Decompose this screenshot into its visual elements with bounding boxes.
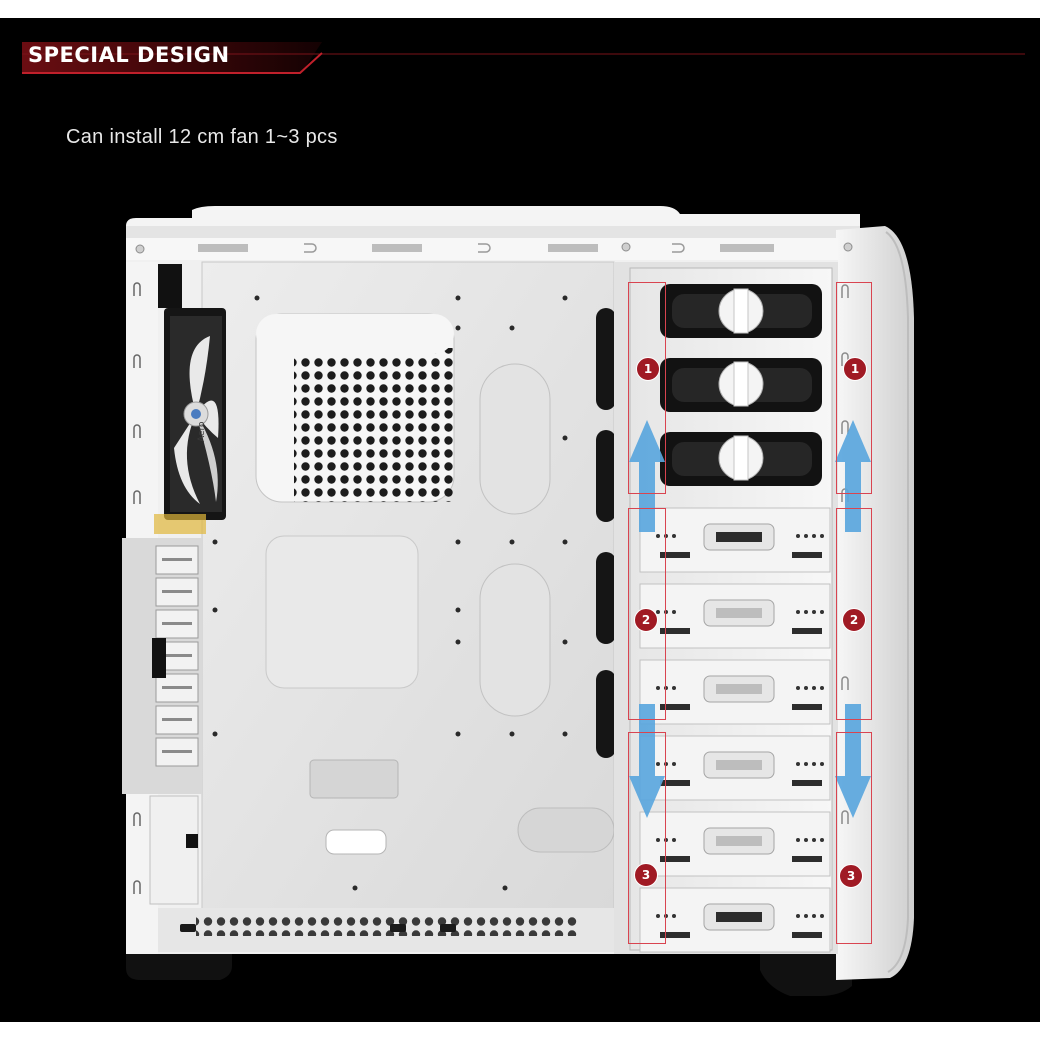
feature-panel: SPECIAL DESIGN Can install 12 cm fan 1~3… [0, 18, 1040, 1022]
move-down-arrows [629, 704, 871, 818]
zone-2-right [836, 508, 872, 720]
section-heading: SPECIAL DESIGN [28, 43, 230, 67]
zone-1-right [836, 282, 872, 494]
marker-2-left: 2 [634, 608, 658, 632]
zone-markers: 1 1 2 2 3 3 [0, 18, 1040, 1022]
fan-bay-1 [660, 284, 822, 338]
zone-2-left [628, 508, 666, 720]
zone-1-left [628, 282, 666, 494]
fan-capacity-caption: Can install 12 cm fan 1~3 pcs [66, 126, 338, 148]
marker-1-right: 1 [843, 357, 867, 381]
zone-3-left [628, 732, 666, 944]
marker-3-right: 3 [839, 864, 863, 888]
marker-3-left: 3 [634, 863, 658, 887]
move-up-arrows [629, 420, 871, 532]
marker-1-left: 1 [636, 357, 660, 381]
drive-bays [639, 507, 831, 953]
zone-3-right [836, 732, 872, 944]
heading-banner [22, 42, 1025, 74]
fan-bay-2 [660, 358, 822, 412]
fan-bay-3 [660, 432, 822, 486]
marker-2-right: 2 [842, 608, 866, 632]
pc-case-image: Aero [122, 206, 914, 996]
fan-brand-label: Aero [197, 421, 207, 442]
